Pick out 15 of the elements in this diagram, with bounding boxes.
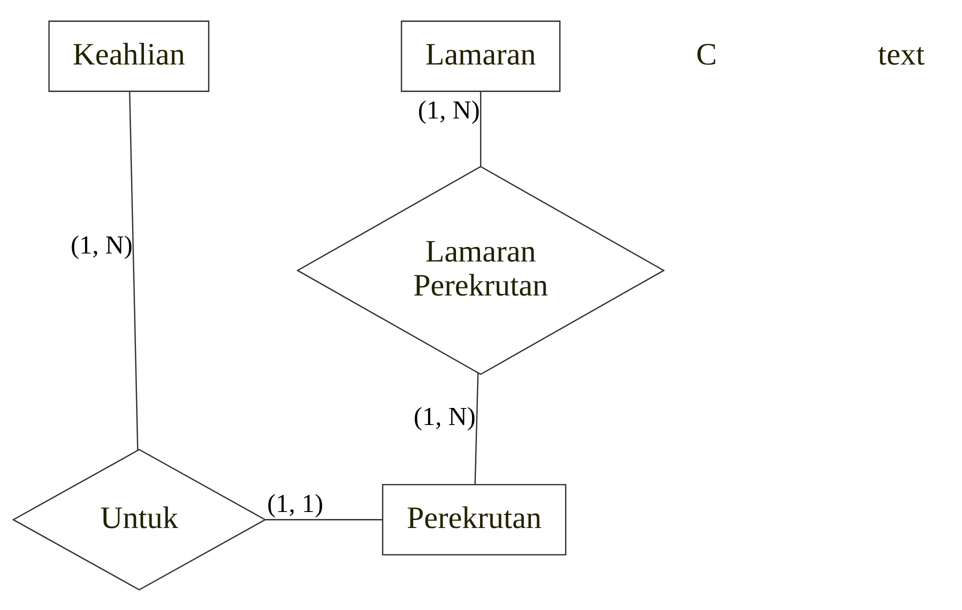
node-box: Keahlian bbox=[48, 20, 210, 92]
edge-label: (1, N) bbox=[414, 401, 476, 430]
connector bbox=[480, 91, 482, 166]
label: C bbox=[696, 36, 717, 71]
connector bbox=[474, 372, 479, 484]
node-diamond: Untuk bbox=[12, 448, 267, 590]
edge-label: (1, 1) bbox=[267, 488, 324, 518]
edge-label: (1, N) bbox=[418, 95, 480, 124]
connector bbox=[128, 90, 138, 450]
label: text bbox=[878, 36, 925, 71]
node-box: Lamaran bbox=[400, 20, 561, 92]
edge-label: (1, N) bbox=[70, 230, 133, 260]
node-box: Perekrutan bbox=[382, 484, 566, 555]
connector bbox=[265, 518, 382, 520]
node-diamond: Lamaran Perekrutan bbox=[296, 165, 666, 375]
